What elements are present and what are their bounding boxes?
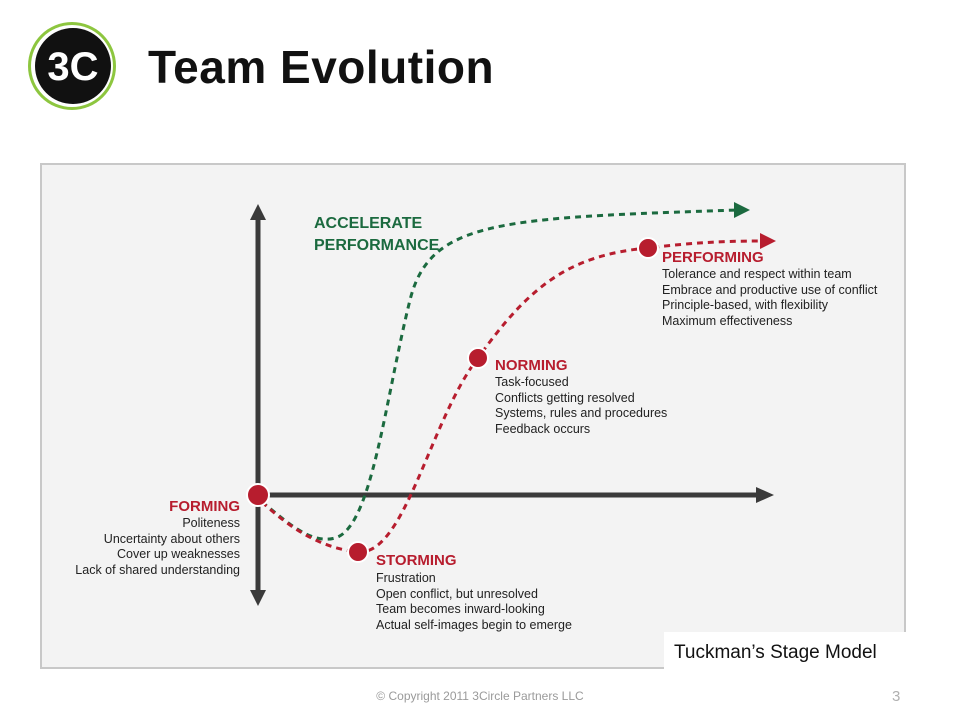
performing-item: Maximum effectiveness xyxy=(662,314,792,328)
accelerate-performance-curve xyxy=(261,208,739,541)
performing-title: PERFORMING xyxy=(662,249,764,266)
storming-title: STORMING xyxy=(376,552,457,569)
diagram-caption: Tuckman’s Stage Model xyxy=(674,642,877,663)
norming-item: Task-focused xyxy=(495,375,569,389)
performing-item: Principle-based, with flexibility xyxy=(662,298,829,312)
norming-item: Conflicts getting resolved xyxy=(495,391,635,405)
vertical-axis-arrow-down xyxy=(250,590,266,606)
page-title: Team Evolution xyxy=(148,41,495,93)
norming-title: NORMING xyxy=(495,357,568,374)
forming-title: FORMING xyxy=(169,498,240,515)
norming-dot xyxy=(467,347,489,369)
3c-logo: 3C xyxy=(28,22,116,110)
norming-item: Systems, rules and procedures xyxy=(495,406,667,420)
accelerate-label-line1: ACCELERATE xyxy=(314,215,422,232)
logo-text: 3C xyxy=(47,45,98,89)
storming-dot xyxy=(347,541,369,563)
horizontal-axis-arrow xyxy=(756,487,774,503)
forming-item: Lack of shared understanding xyxy=(75,563,240,577)
norming-item: Feedback occurs xyxy=(495,422,590,436)
page-number: 3 xyxy=(892,688,901,705)
storming-item: Team becomes inward-looking xyxy=(376,602,545,616)
performing-dot xyxy=(637,237,659,259)
forming-item: Politeness xyxy=(182,516,240,530)
caption-box xyxy=(664,632,906,670)
storming-item: Actual self-images begin to emerge xyxy=(376,618,572,632)
accelerate-label-line2: PERFORMANCE xyxy=(314,237,440,254)
forming-item: Uncertainty about others xyxy=(104,532,240,546)
stage-progression-arrow xyxy=(760,233,776,249)
forming-dot xyxy=(246,483,270,507)
storming-item: Open conflict, but unresolved xyxy=(376,587,538,601)
forming-item: Cover up weaknesses xyxy=(117,547,240,561)
vertical-axis-arrow-up xyxy=(250,204,266,220)
accelerate-performance-arrow xyxy=(734,202,750,218)
copyright-footer: © Copyright 2011 3Circle Partners LLC xyxy=(376,689,584,703)
performing-item: Tolerance and respect within team xyxy=(662,267,852,281)
performing-item: Embrace and productive use of conflict xyxy=(662,283,878,297)
storming-item: Frustration xyxy=(376,571,436,585)
